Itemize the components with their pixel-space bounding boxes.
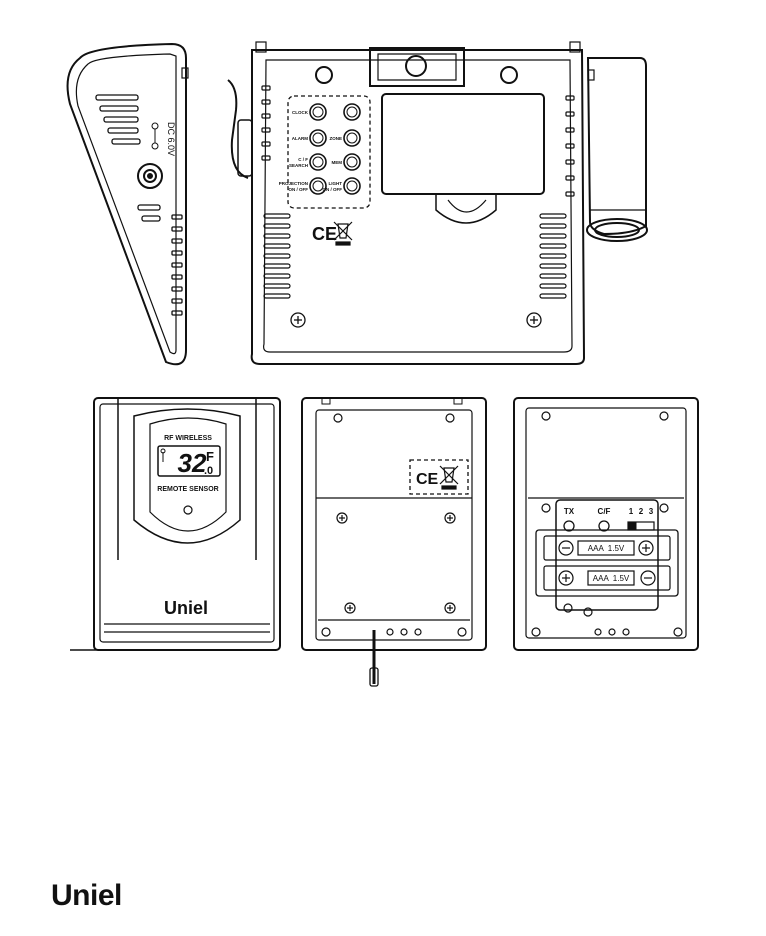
base-button-inner-7 (347, 157, 357, 167)
sensor-subtitle: REMOTE SENSOR (157, 486, 218, 493)
channel-label-2: 2 (639, 507, 644, 516)
base-button-7[interactable] (344, 154, 360, 170)
base-button-8[interactable] (344, 178, 360, 194)
base-button-label-6: ZONE (329, 136, 342, 141)
sensor-back-view (302, 398, 486, 686)
base-button-5[interactable] (344, 104, 360, 120)
projector-arm (587, 58, 647, 241)
base-ce-mark: CE (312, 224, 337, 244)
base-button-2[interactable] (310, 130, 326, 146)
sensor-back-ce-mark: CE (416, 471, 439, 488)
weee-bin-icon (440, 466, 458, 489)
screw-icon (322, 414, 466, 636)
base-button-inner-8 (347, 181, 357, 191)
base-button-inner-2 (313, 133, 323, 143)
base-button-label-1: CLOCK (292, 110, 309, 115)
channel-label-3: 3 (649, 507, 654, 516)
screw-icon (532, 412, 682, 636)
base-button-label-8: LIGHT (329, 181, 343, 186)
screw-icon (291, 313, 541, 327)
vent-right (540, 96, 574, 298)
base-back-view (252, 42, 584, 364)
channel-label-1: 1 (629, 507, 634, 516)
base-button-6[interactable] (344, 130, 360, 146)
dc-input-label: DC 6.0V (166, 122, 176, 156)
dc-polarity-icon (152, 123, 158, 149)
sensor-title: RF WIRELESS (164, 435, 212, 442)
antenna-signal-icon (161, 449, 165, 462)
sensor-brand: Uniel (164, 598, 208, 618)
sensor-temp-decimal: .0 (204, 465, 213, 477)
base-button-inner-1 (313, 107, 323, 117)
base-button-inner-4 (313, 181, 323, 191)
sensor-temperature: 32 (178, 448, 207, 478)
footer-brand-logo: Uniel (51, 879, 122, 913)
base-button-3[interactable] (310, 154, 326, 170)
base-button-label-7: MEM (332, 160, 343, 165)
base-button-label-3: C / F (298, 157, 308, 162)
tx-label: TX (564, 507, 575, 516)
sensor-open-view (514, 398, 698, 650)
base-button-inner-3 (313, 157, 323, 167)
base-button-label-8: ON / OFF (323, 187, 343, 192)
base-button-label-4: ON / OFF (289, 187, 309, 192)
base-button-label-3: SEARCH (289, 163, 308, 168)
base-button-inner-5 (347, 107, 357, 117)
dc-plug (238, 120, 252, 176)
side-view (68, 44, 188, 364)
base-button-1[interactable] (310, 104, 326, 120)
cf-label: C/F (598, 507, 611, 516)
base-button-inner-6 (347, 133, 357, 143)
base-button-label-4: PROJECTION (279, 181, 308, 186)
vent-left (262, 86, 290, 298)
battery-label-1: AAA 1.5V (588, 544, 625, 553)
base-button-label-2: ALARM (292, 136, 308, 141)
battery-label-2: AAA 1.5V (593, 574, 630, 583)
sensor-temp-unit: F (206, 449, 214, 464)
